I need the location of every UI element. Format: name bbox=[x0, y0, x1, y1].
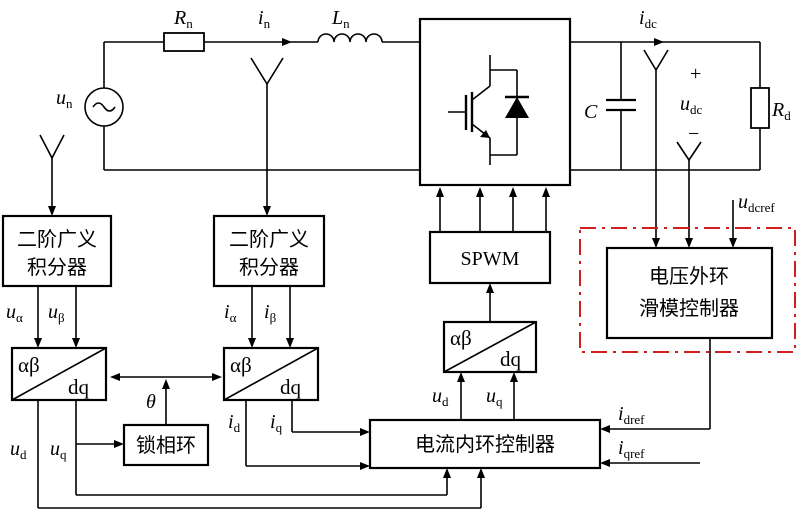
power-circuit bbox=[39, 17, 770, 187]
voltage-loop-line1: 电压外环 bbox=[649, 264, 729, 288]
igbt-icon bbox=[448, 55, 518, 165]
voltage-loop-line2: 滑模控制器 bbox=[639, 296, 739, 320]
label-iqref: iqref bbox=[618, 437, 645, 461]
transform-block-mid: αβ dq bbox=[222, 346, 320, 402]
sensor-in-icon bbox=[250, 57, 284, 86]
sogi-block-mid: 二阶广义 积分器 bbox=[212, 214, 326, 288]
current-arrow-in bbox=[282, 38, 292, 46]
sogi-mid-line1: 二阶广义 bbox=[229, 227, 309, 251]
inductor-ln bbox=[317, 33, 383, 43]
transform-left-bottom: dq bbox=[68, 375, 90, 399]
diode-icon bbox=[505, 97, 529, 118]
transform-right-bottom: dq bbox=[500, 347, 522, 371]
sogi-left-line1: 二阶广义 bbox=[17, 227, 97, 251]
resistor-rn bbox=[163, 32, 205, 52]
current-loop-block: 电流内环控制器 bbox=[368, 418, 602, 470]
label-udcref: udcref bbox=[738, 191, 775, 215]
transform-left-top: αβ bbox=[18, 353, 40, 377]
current-arrow-idc bbox=[654, 38, 664, 46]
label-ln: Ln bbox=[331, 7, 350, 31]
label-idref: idref bbox=[618, 403, 645, 427]
label-un: un bbox=[56, 87, 73, 111]
transform-block-right: αβ dq bbox=[442, 320, 538, 374]
label-ud-left: ud bbox=[10, 438, 27, 462]
label-uq-left: uq bbox=[50, 438, 67, 462]
label-iq: iq bbox=[270, 411, 283, 435]
pll-label: 锁相环 bbox=[136, 433, 196, 457]
label-id: id bbox=[228, 411, 241, 435]
voltage-loop-dashed-frame bbox=[579, 227, 796, 353]
pll-block: 锁相环 bbox=[122, 423, 210, 467]
label-ud-mid: ud bbox=[432, 385, 449, 409]
label-u-alpha: uα bbox=[6, 301, 23, 325]
transform-right-top: αβ bbox=[450, 326, 472, 350]
label-plus: + bbox=[690, 63, 701, 85]
sogi-left-line2: 积分器 bbox=[27, 255, 87, 279]
sensor-un-icon bbox=[39, 134, 65, 160]
label-i-beta: iβ bbox=[264, 301, 277, 325]
sogi-block-left: 二阶广义 积分器 bbox=[1, 214, 113, 288]
variable-labels: Rn in Ln un idc C + udc − Rd udcref uα u… bbox=[6, 7, 791, 462]
sensor-idc-icon bbox=[643, 49, 669, 72]
label-idc: idc bbox=[639, 7, 657, 31]
label-theta: θ bbox=[146, 391, 156, 413]
label-udc: udc bbox=[680, 93, 703, 117]
resistor-rd bbox=[750, 87, 770, 129]
signal-wires bbox=[34, 70, 737, 509]
spwm-label: SPWM bbox=[461, 248, 520, 270]
label-c: C bbox=[584, 101, 598, 123]
label-in: in bbox=[258, 7, 271, 31]
transform-mid-top: αβ bbox=[230, 353, 252, 377]
current-loop-label: 电流内环控制器 bbox=[415, 432, 555, 456]
transform-block-left: αβ dq bbox=[10, 346, 108, 402]
label-u-beta: uβ bbox=[48, 301, 65, 325]
label-rn: Rn bbox=[173, 7, 193, 31]
label-i-alpha: iα bbox=[224, 301, 237, 325]
spwm-block: SPWM bbox=[428, 230, 552, 285]
voltage-loop-block: 电压外环 滑模控制器 bbox=[605, 246, 774, 340]
label-uq-mid: uq bbox=[486, 385, 503, 409]
label-rd: Rd bbox=[771, 99, 791, 123]
transform-mid-bottom: dq bbox=[280, 375, 302, 399]
inverter-bridge bbox=[418, 17, 572, 187]
sogi-mid-line2: 积分器 bbox=[239, 255, 299, 279]
label-minus: − bbox=[688, 123, 699, 145]
